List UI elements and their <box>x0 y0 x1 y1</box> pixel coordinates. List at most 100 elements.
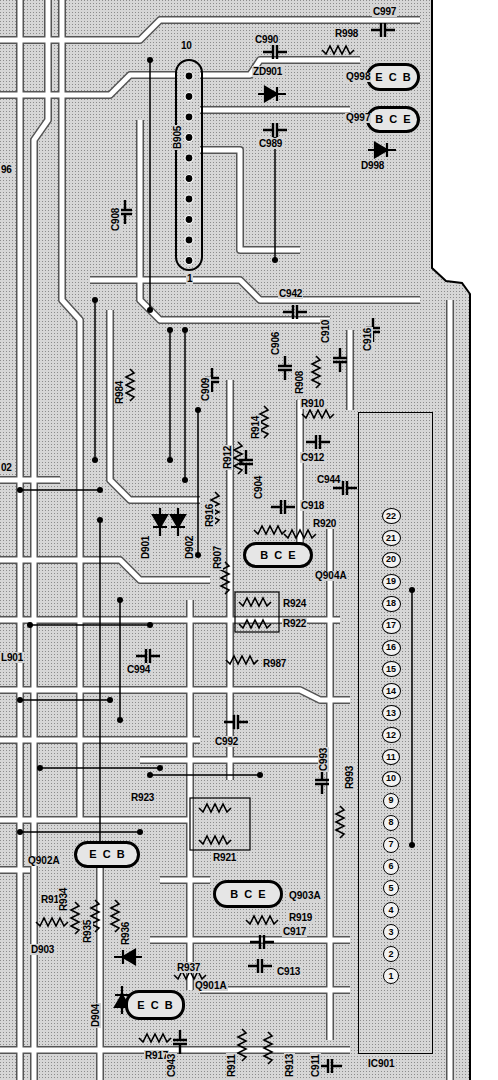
trace-edge <box>16 0 24 1080</box>
diode-symbol <box>153 508 167 536</box>
pin-number: 11 <box>386 753 396 762</box>
diode-body <box>258 87 286 101</box>
capacitor-symbol <box>263 45 287 59</box>
part-label: R912 <box>222 445 233 470</box>
pin-number: 20 <box>386 555 396 564</box>
solder-pad <box>97 517 103 523</box>
part-label: B905 <box>172 125 183 150</box>
pin-marker: 9 <box>383 793 399 809</box>
copper-trace <box>160 878 210 883</box>
pin-marker: 4 <box>383 902 399 918</box>
diode-symbol <box>258 87 286 101</box>
pin-number: 6 <box>388 862 393 871</box>
pin-marker: 19 <box>382 574 401 590</box>
part-label: 1 <box>186 273 193 284</box>
pin-marker: 22 <box>382 508 401 524</box>
pin-marker: 10 <box>382 771 401 787</box>
solder-pad <box>117 597 123 603</box>
solder-pad <box>182 327 188 333</box>
terminal-letters: B C E <box>375 114 410 125</box>
pin-number: 19 <box>386 577 396 586</box>
solder-pad <box>37 765 43 771</box>
pin-marker: 6 <box>383 859 399 875</box>
solder-pad <box>117 717 123 723</box>
terminal-letters: E C B <box>89 849 124 860</box>
jumper-wire <box>149 60 151 310</box>
solder-pad <box>107 697 113 703</box>
resistor-symbol <box>234 442 242 474</box>
diode-symbol <box>114 950 142 964</box>
resistor-symbol <box>302 410 334 418</box>
part-label: R936 <box>120 921 131 946</box>
pin-marker: 21 <box>382 530 401 546</box>
copper-trace <box>62 0 80 820</box>
jumper-wire <box>20 489 100 491</box>
connector-pin <box>185 257 193 265</box>
pin-marker: 13 <box>382 705 401 721</box>
pin-marker: 18 <box>382 596 401 612</box>
pin-number: 21 <box>386 534 396 543</box>
transistor-outline: Q904AB C E <box>243 542 313 568</box>
resistor-symbol <box>322 46 354 54</box>
copper-trace <box>0 818 190 823</box>
part-label: C910 <box>320 319 331 344</box>
pin-marker: 17 <box>382 618 401 634</box>
copper-trace <box>298 400 303 560</box>
part-label: D904 <box>90 1003 101 1028</box>
connector-pin <box>185 113 193 121</box>
part-label: C943 <box>166 1053 177 1078</box>
part-label: 96 <box>0 164 13 175</box>
capacitor-symbol <box>315 770 329 794</box>
connector-pin <box>185 154 193 162</box>
resistor-symbol <box>336 806 344 838</box>
pin-number: 2 <box>388 950 393 959</box>
capacitor-symbol <box>224 715 248 729</box>
part-label: R935 <box>82 919 93 944</box>
copper-trace <box>140 758 330 763</box>
part-label: R924 <box>282 598 307 609</box>
part-label: C917 <box>282 926 307 937</box>
pin-number: 16 <box>386 643 396 652</box>
part-label: R910 <box>300 398 325 409</box>
part-label: D902 <box>184 535 195 560</box>
board-edge-region <box>432 0 498 1080</box>
solder-pad <box>257 772 263 778</box>
solder-pad <box>137 829 143 835</box>
part-label: D998 <box>360 160 385 171</box>
pin-marker: 16 <box>382 640 401 656</box>
solder-pad <box>195 552 201 558</box>
resistor-symbol <box>238 1029 246 1061</box>
copper-trace <box>0 868 30 873</box>
jumper-wire <box>184 330 186 480</box>
pin-number: 13 <box>386 709 396 718</box>
connector-pin <box>185 216 193 224</box>
pin-number: 9 <box>388 796 393 805</box>
trace-edge <box>140 756 330 764</box>
copper-trace <box>98 860 103 1080</box>
part-label: R921 <box>212 852 237 863</box>
jumper-wire <box>94 300 96 460</box>
part-label: R919 <box>288 912 313 923</box>
terminal-letters: B C E <box>260 550 295 561</box>
part-label: R907 <box>212 545 223 570</box>
part-label: R998 <box>334 28 359 39</box>
connector-pin <box>185 195 193 203</box>
transistor-name: Q901A <box>194 981 228 991</box>
capacitor-symbol <box>371 23 395 37</box>
jumper-wire <box>274 140 276 260</box>
pin-marker: 14 <box>382 683 401 699</box>
jumper-wire <box>411 590 413 845</box>
connector-pin <box>185 72 193 80</box>
solder-pad <box>147 772 153 778</box>
diode-body <box>153 508 167 536</box>
trace-edge <box>200 150 300 250</box>
diode-body <box>171 508 185 536</box>
trace-edge <box>140 120 330 320</box>
resistor-frame <box>235 592 279 632</box>
ic-outline: IC90122212019181716151413121110987654321 <box>358 412 433 1054</box>
copper-trace <box>110 310 200 500</box>
part-label: L901 <box>0 652 24 663</box>
solder-pad <box>17 487 23 493</box>
capacitor-symbol <box>318 1059 342 1073</box>
